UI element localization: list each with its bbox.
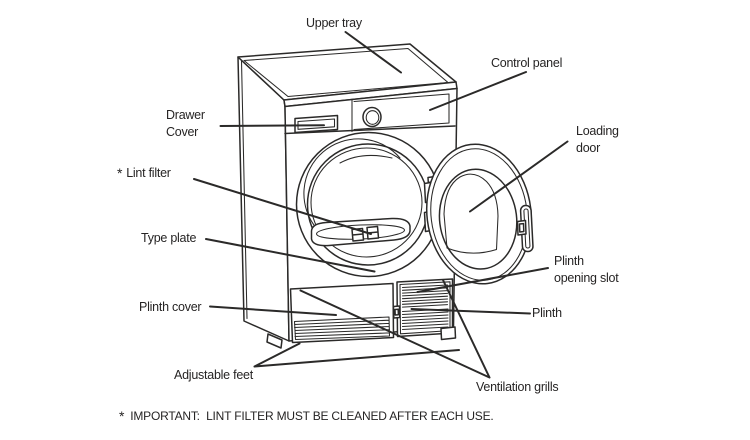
ventilation-grill-right-upper <box>401 284 449 308</box>
drum-outer-ring <box>295 131 442 278</box>
label-ventilation-grills: Ventilation grills <box>476 380 559 394</box>
drum-inner-wall <box>310 147 423 258</box>
drawer-cover-rect <box>294 114 339 134</box>
label-lint-filter-text: Lint filter <box>126 166 171 180</box>
leader-type-plate <box>205 238 376 273</box>
door-window <box>443 173 499 254</box>
leader-adjustable-feet <box>253 342 460 368</box>
leader-lint-filter <box>193 178 372 235</box>
label-plinth-cover: Plinth cover <box>139 300 202 314</box>
drum-opening-part <box>295 131 442 278</box>
control-panel-bottom-edge <box>284 125 456 135</box>
label-control-panel: Control panel <box>491 56 563 70</box>
label-drawer-cover: Drawer Cover <box>166 108 205 139</box>
label-lint-filter: *Lint filter <box>117 164 171 182</box>
leader-ventilation-grills <box>299 279 491 379</box>
label-plinth: Plinth <box>532 306 562 320</box>
program-knob-inner <box>365 110 380 125</box>
drum-reflection-arc <box>303 138 401 230</box>
program-knob <box>362 106 382 128</box>
lint-filter-part <box>310 217 411 247</box>
label-type-plate: Type plate <box>141 231 197 245</box>
control-panel-part <box>284 93 456 135</box>
side-panel <box>237 56 290 342</box>
leader-plinth-opening-slot <box>416 267 549 293</box>
adjustable-feet-part <box>266 326 457 349</box>
leader-lines <box>193 31 569 379</box>
drum-top-arc <box>339 154 393 164</box>
leader-loading-door <box>469 140 569 213</box>
plinth-door-latch <box>392 305 401 319</box>
leader-control-panel <box>429 71 527 111</box>
label-upper-tray: Upper tray <box>306 16 362 30</box>
door-latch <box>516 219 527 236</box>
footnote-text: IMPORTANT: LINT FILTER MUST BE CLEANED A… <box>130 409 494 423</box>
label-loading-door: Loading door <box>576 124 619 155</box>
important-footnote: * IMPORTANT: LINT FILTER MUST BE CLEANED … <box>119 407 494 424</box>
control-panel-inner-frame <box>351 93 450 133</box>
leader-drawer-cover <box>219 124 325 127</box>
label-adjustable-feet: Adjustable feet <box>174 368 253 382</box>
door-inner-ring <box>438 168 518 270</box>
ventilation-grill-left <box>293 316 391 341</box>
leader-plinth <box>410 308 531 315</box>
foot-left <box>266 333 283 349</box>
label-plinth-opening-slot: Plinth opening slot <box>554 254 619 285</box>
drawer-cover-inner-rect <box>297 118 336 130</box>
side-panel-inner-edge <box>240 59 248 320</box>
foot-right <box>440 326 457 341</box>
leader-plinth-cover <box>209 305 337 316</box>
footnote-asterisk: * <box>119 408 125 424</box>
plinth-part <box>289 278 454 344</box>
leader-upper-tray <box>344 31 402 74</box>
loading-door-part <box>423 143 534 285</box>
lint-filter-asterisk: * <box>117 165 123 181</box>
